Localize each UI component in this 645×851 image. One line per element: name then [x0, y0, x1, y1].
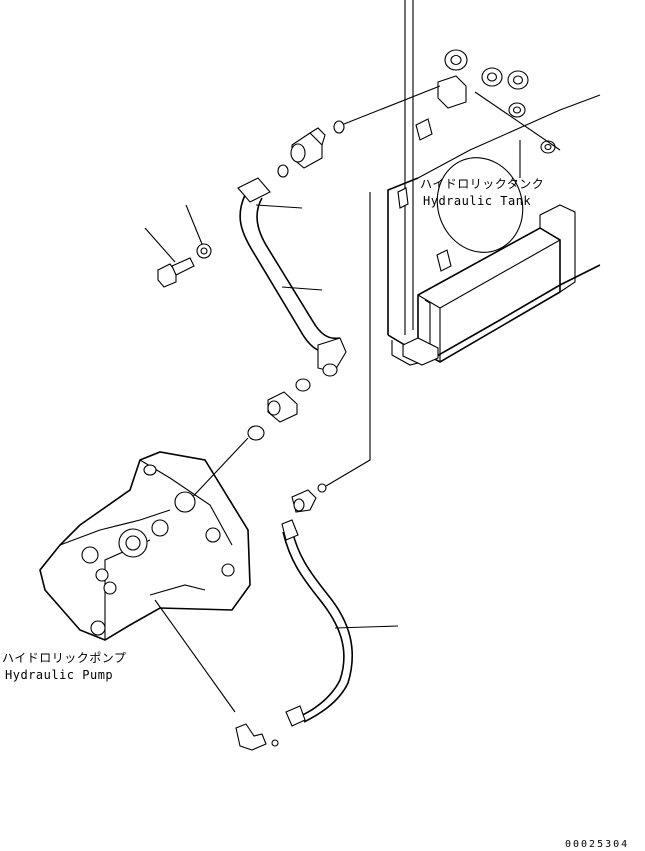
o-ring-pump — [247, 425, 265, 441]
drain-hose — [281, 519, 399, 727]
pump-drain-elbow — [235, 723, 279, 751]
o-ring-tank — [333, 120, 345, 134]
bushing-3 — [507, 70, 529, 90]
bolt — [144, 227, 195, 288]
bushings — [437, 49, 561, 154]
tank-elbow-fitting — [290, 127, 326, 169]
washer — [185, 204, 212, 259]
o-ring-upper — [277, 164, 289, 178]
hydraulic-pump — [39, 451, 251, 713]
hydraulic-tank — [387, 0, 601, 366]
tank-label-en: Hydraulic Tank — [423, 194, 531, 208]
pump-inlet-fitting — [267, 378, 311, 423]
bushing-1 — [444, 49, 468, 71]
pump-label-en: Hydraulic Pump — [5, 668, 113, 682]
pump-label-jp: ハイドロリックポンプ — [2, 651, 126, 665]
suction-hose — [237, 177, 347, 377]
bushing-2 — [481, 67, 503, 87]
drain-elbow-fitting — [291, 489, 317, 513]
o-ring-drain — [317, 483, 327, 493]
document-number: 00025304 — [565, 839, 629, 850]
bushing-5 — [540, 140, 556, 154]
tank-label-jp: ハイドロリックタンク — [420, 177, 544, 191]
bushing-4 — [508, 102, 526, 118]
